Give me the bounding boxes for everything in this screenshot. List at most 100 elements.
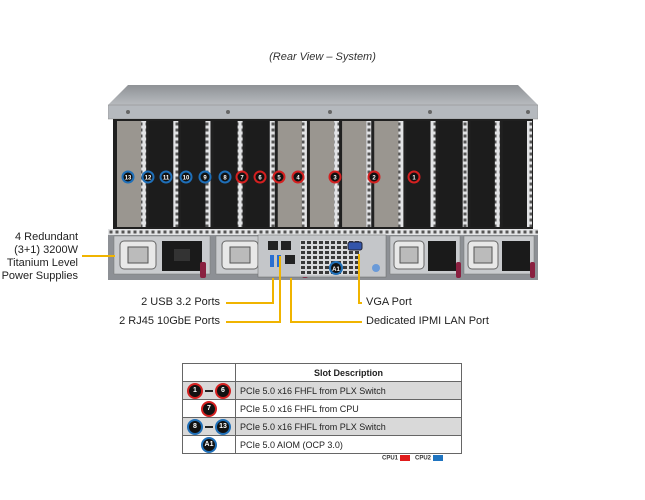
pcie-slot-number: 5 (277, 176, 281, 182)
pcie-slot-number: 3 (333, 176, 337, 182)
cpu-legend: CPU1 CPU2 (382, 455, 448, 462)
slot-description: PCIe 5.0 x16 FHFL from CPU (235, 399, 462, 418)
pcie-slot-number: 13 (125, 176, 132, 182)
slot-vent-strip (430, 121, 436, 227)
pcie-slot-badge-1: 1 (407, 170, 421, 184)
slot-vent-strip (173, 121, 179, 227)
slot-vent-strip (269, 121, 275, 227)
ipmi-port-label: Dedicated IPMI LAN Port (366, 315, 489, 327)
table-header-row: Slot Description (182, 363, 462, 382)
slot-badge-icon: 13 (217, 420, 229, 433)
slot-badges-cell: 7 (182, 399, 236, 418)
chassis-top-rail (108, 104, 538, 120)
pcie-slot-badge-10: 10 (179, 170, 193, 184)
pcie-slot-badge-6: 6 (253, 170, 267, 184)
pcie-slot-badge-9: 9 (198, 170, 212, 184)
pcie-slot-badge-3: 3 (328, 170, 342, 184)
chassis-lid (108, 85, 538, 105)
pcie-slot-number: 7 (240, 176, 244, 182)
psu-label-line: Titanium Level (6, 257, 78, 269)
diagram-caption: (Rear View – System) (269, 51, 376, 63)
pcie-slot-bracket (470, 121, 495, 227)
pcie-slot-number: 9 (203, 176, 207, 182)
slot-badge-icon: 7 (203, 402, 215, 415)
usb-ports-label: 2 USB 3.2 Ports (141, 296, 220, 308)
slot-vent-strip (398, 121, 404, 227)
slot-badge-icon: 6 (217, 384, 229, 397)
io-panel (257, 234, 387, 278)
table-row: A1 PCIe 5.0 AIOM (OCP 3.0) (182, 435, 462, 454)
pcie-slot-badge-5: 5 (272, 170, 286, 184)
pcie-slot-number: 4 (296, 176, 300, 182)
rj45-port-1 (268, 241, 278, 250)
ipmi-callout-line-h (290, 321, 362, 323)
slot-badge-icon: A1 (203, 438, 215, 451)
pcie-slot-number: 12 (145, 176, 152, 182)
pcie-slot-number: 1 (412, 176, 416, 182)
slot-vent-strip (494, 121, 500, 227)
table-header-blank (182, 363, 236, 382)
pcie-slot-number: 10 (183, 176, 190, 182)
legend-swatch-cpu2 (433, 455, 444, 461)
legend-swatch-cpu1 (400, 455, 411, 461)
pcie-slot-number: 2 (372, 176, 376, 182)
vga-port-label: VGA Port (366, 296, 412, 308)
psu-label-line: 4 Redundant (15, 231, 78, 243)
vga-callout-line-h (358, 302, 362, 304)
power-supply-4 (463, 235, 535, 278)
pcie-slot-number: 6 (258, 176, 262, 182)
slot-badge-icon: 1 (189, 384, 201, 397)
rj45-callout-line-h (226, 321, 281, 323)
slot-vent-strip (527, 121, 532, 227)
pcie-slot-bracket (342, 121, 367, 227)
slot-description: PCIe 5.0 AIOM (OCP 3.0) (235, 435, 462, 454)
psu-callout-line (82, 255, 115, 257)
pcie-slot-number: 8 (223, 176, 227, 182)
table-row: 8 13 PCIe 5.0 x16 FHFL from PLX Switch (182, 417, 462, 436)
pcie-slot-badge-2: 2 (367, 170, 381, 184)
pcie-slot-badge-4: 4 (291, 170, 305, 184)
psu-label-line: Power Supplies (1, 270, 78, 282)
pcie-slot-bracket (438, 121, 463, 227)
range-dash (205, 425, 213, 428)
slot-badges-cell: A1 (182, 435, 236, 454)
ipmi-callout-line-v (290, 278, 292, 323)
slot-description: PCIe 5.0 x16 FHFL from PLX Switch (235, 417, 462, 436)
table-header: Slot Description (235, 363, 462, 382)
usb-callout-line-v (272, 278, 274, 304)
rj45-callout-line-v (279, 256, 281, 323)
slot-badges-cell: 8 13 (182, 417, 236, 436)
slot-vent-strip (301, 121, 307, 227)
pcie-slot-badge-12: 12 (141, 170, 155, 184)
rj45-port-2 (281, 241, 291, 250)
psu-label-line: (3+1) 3200W (14, 244, 78, 256)
ipmi-lan-port (285, 255, 295, 264)
pcie-slot-badge-13: 13 (121, 170, 135, 184)
usb-port-1 (270, 255, 274, 267)
pcie-slot-bracket (502, 121, 527, 227)
server-chassis-rear: 13 12 11 10 9 8 7 6 5 4 3 2 1 A1 (108, 85, 538, 280)
pcie-slot-badge-11: 11 (159, 170, 173, 184)
legend-label-cpu1: CPU1 (382, 455, 399, 462)
range-dash (205, 389, 213, 392)
table-row: 7 PCIe 5.0 x16 FHFL from CPU (182, 399, 462, 418)
slot-vent-strip (462, 121, 468, 227)
aiom-badge: A1 (329, 261, 343, 275)
vga-port (347, 241, 363, 251)
slot-description: PCIe 5.0 x16 FHFL from PLX Switch (235, 381, 462, 400)
vga-callout-line-v (358, 254, 360, 304)
power-supply-3 (389, 235, 461, 278)
rj45-ports-label: 2 RJ45 10GbE Ports (119, 315, 220, 327)
power-supply-1 (113, 235, 211, 278)
pcie-slot-badge-7: 7 (235, 170, 249, 184)
pcie-slot-badge-8: 8 (218, 170, 232, 184)
psu-label: 4 Redundant (3+1) 3200W Titanium Level P… (0, 231, 78, 283)
svg-text:A1: A1 (332, 267, 340, 273)
usb-callout-line-h (226, 302, 274, 304)
slot-badge-icon: 8 (189, 420, 201, 433)
pcie-slot-number: 11 (163, 176, 170, 182)
legend-label-cpu2: CPU2 (415, 455, 432, 462)
